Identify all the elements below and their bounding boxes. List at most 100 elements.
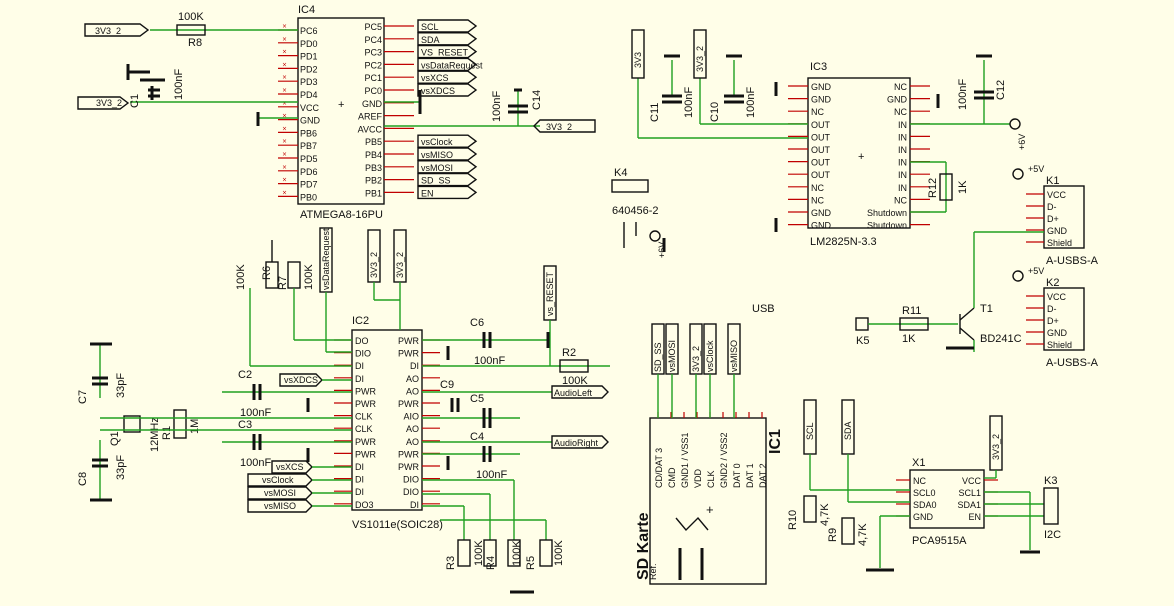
ic4-pin-pd5: PD5 [300, 154, 318, 164]
x1-left-pin: SCL0 [913, 488, 936, 498]
svg-text:33pF: 33pF [115, 455, 127, 480]
svg-text:×: × [282, 151, 287, 158]
svg-text:BD241C: BD241C [980, 333, 1022, 345]
x1-net-tags: SCL SDA 3V3_2 [803, 399, 1044, 572]
ic3-right-pin: IN [898, 158, 907, 168]
c10-capacitor[interactable]: C10 100nF [709, 54, 757, 122]
ic1-pin: DAT 2 [758, 463, 768, 488]
c9-capacitor[interactable]: C9 [440, 379, 460, 412]
ic2-right-pin: DIO [403, 475, 419, 485]
k2-pin: VCC [1047, 292, 1067, 302]
ic4-pin-pd3: PD3 [300, 77, 318, 87]
ic4-pin-pb3: PB3 [365, 163, 382, 173]
r3-r4-r5-resistors[interactable]: R3 100K R4 100K R5 100K [422, 479, 565, 594]
k3-i2c-connector[interactable]: K3 I2C [1020, 475, 1061, 554]
net-tag-label: VS_RESET [421, 48, 469, 58]
x1-right-pin: EN [968, 512, 981, 522]
ic2-vs1011[interactable]: IC2 VS1011e(SOIC28) DODIODIDIPWRPWRCLKCL… [334, 315, 443, 531]
net-tag [417, 134, 478, 148]
net-tag-label: vsMISO [421, 150, 453, 160]
c3-capacitor[interactable]: C3 100nF [222, 419, 352, 469]
svg-text:100K: 100K [303, 264, 315, 290]
ic2-right-pin: AO [406, 386, 419, 396]
svg-text:Ref.: Ref. [648, 563, 658, 580]
svg-text:100K: 100K [562, 375, 588, 387]
ic4-pin-pc5: PC5 [364, 22, 382, 32]
svg-text:+: + [338, 99, 344, 111]
c11-capacitor[interactable]: C11 100nF [649, 54, 695, 122]
x1-left-pin: GND [913, 512, 934, 522]
ic2-right-pin: PWR [398, 399, 419, 409]
c2-capacitor[interactable]: C2 100nF [222, 369, 352, 419]
r9-resistor[interactable]: R9 4,7K [827, 517, 869, 546]
supply-6v-ic3: +6V [1009, 118, 1027, 150]
net-tag-label: EN [421, 188, 434, 198]
x1-right-pin: SCL1 [958, 488, 981, 498]
svg-text:×: × [282, 189, 287, 196]
ic2-right-pin: DI [410, 361, 419, 371]
c7-capacitor[interactable]: C7 33pF [77, 344, 127, 404]
r8-resistor[interactable]: 100K R8 [150, 11, 298, 49]
ic3-output-net: 3V3 3V3_2 [631, 29, 808, 139]
k2-pin: GND [1047, 328, 1068, 338]
net-tag [417, 172, 478, 187]
ic2-left-pin: CLK [355, 424, 373, 434]
c8-capacitor[interactable]: C8 33pF [77, 440, 127, 500]
ic4-pin-pd7: PD7 [300, 180, 318, 190]
k1-pin: D- [1047, 202, 1057, 212]
svg-text:×: × [282, 74, 287, 81]
r7-resistor[interactable]: R7 100K [277, 261, 352, 341]
r2-resistor[interactable]: R2 100K [422, 347, 610, 387]
ic4-ref: IC4 [298, 4, 315, 16]
r11-resistor[interactable]: R11 1K [868, 305, 958, 345]
c14-capacitor[interactable]: 100nF C14 [384, 88, 543, 127]
svg-text:K2: K2 [1046, 277, 1059, 289]
net-tag-label: vsXCS [421, 73, 449, 83]
r12-resistor[interactable]: R12 1K [910, 161, 969, 213]
svg-text:640456-2: 640456-2 [612, 205, 659, 217]
ic4-pin-vcc: VCC [300, 103, 320, 113]
r6-resistor[interactable]: 100K R6 [235, 240, 352, 367]
c12-capacitor[interactable]: 100nF C12 [910, 54, 1010, 125]
svg-text:K5: K5 [856, 335, 869, 347]
net-tag [417, 83, 478, 97]
ic4-value: ATMEGA8-16PU [300, 209, 383, 221]
k5-connector[interactable]: K5 [855, 317, 869, 347]
ic3-right-pin: IN [898, 120, 907, 130]
svg-text:VS1011e(SOIC28): VS1011e(SOIC28) [352, 519, 443, 531]
k1-pin: VCC [1047, 190, 1067, 200]
ic4-pin-pb5: PB5 [365, 137, 382, 147]
svg-text:T1: T1 [980, 303, 993, 315]
net-tag-label: vsClock [421, 137, 453, 147]
r10-resistor[interactable]: R10 4,7K [787, 495, 831, 530]
svg-text:K4: K4 [614, 167, 627, 179]
ic2-right-pin: AO [406, 437, 419, 447]
svg-text:vsXDCS: vsXDCS [284, 375, 318, 385]
r1-resistor[interactable]: R1 1M [100, 409, 352, 440]
c6-capacitor[interactable]: C6 100nF [422, 317, 548, 367]
svg-text:C7: C7 [77, 390, 89, 404]
t1-transistor[interactable]: T1 BD241C [946, 300, 1022, 352]
svg-text:1K: 1K [957, 180, 969, 194]
svg-text:×: × [282, 36, 287, 43]
svg-text:vsClock: vsClock [705, 340, 715, 372]
ic4-pin-pd2: PD2 [300, 64, 318, 74]
svg-text:+: + [858, 151, 864, 163]
c1-capacitor[interactable]: C1 100nF [128, 69, 298, 108]
q1-crystal[interactable]: Q1 12MHz [109, 415, 161, 452]
svg-text:R8: R8 [188, 37, 202, 49]
c5-capacitor[interactable]: C5 [422, 393, 520, 428]
net-tag-label: SD_SS [421, 176, 451, 186]
ic3-right-pin: NC [894, 82, 907, 92]
net-tag [417, 57, 478, 72]
k4-connector[interactable]: K4 640456-2 +6V [611, 167, 667, 258]
vs-reset-tag: vs_RESET [543, 265, 557, 366]
svg-text:vsMISO: vsMISO [729, 340, 739, 372]
c4-capacitor[interactable]: C4 100nF [422, 431, 520, 481]
ic4-atmega8[interactable]: IC4 ATMEGA8-16PU + ×PC6×PD0×PD1×PD2×PD3×… [278, 4, 483, 221]
ic3-regulator[interactable]: IC3 LM2825N-3.3 + GNDGNDNCOUTOUTOUTOUTOU… [788, 61, 930, 248]
